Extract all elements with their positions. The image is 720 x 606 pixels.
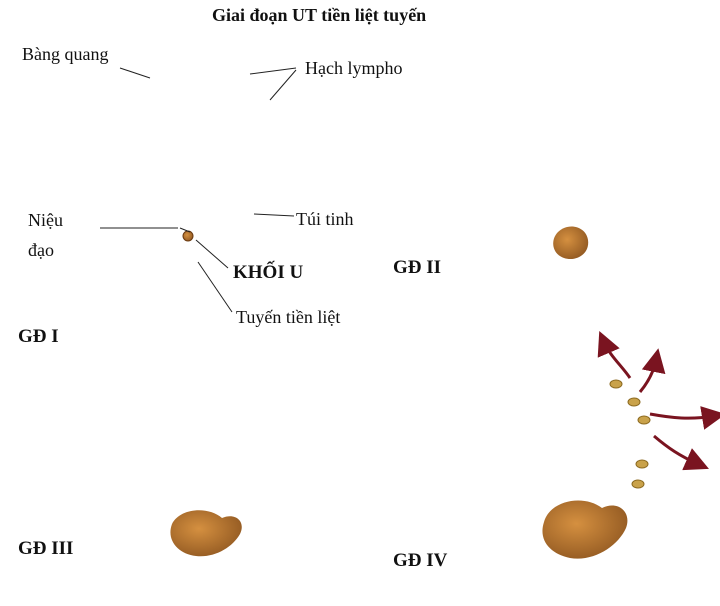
stage-2-label: GĐ II bbox=[393, 257, 442, 278]
label-lymph-nodes: Hạch lympho bbox=[305, 58, 403, 78]
metastasis-arrows bbox=[597, 330, 720, 471]
stage-1-organs bbox=[100, 68, 297, 313]
label-urethra-line2: đạo bbox=[28, 240, 54, 260]
stage-3-label: GĐ III bbox=[18, 538, 74, 559]
stage-2-tumor bbox=[553, 226, 589, 260]
stage-3-organs bbox=[170, 510, 242, 557]
stage-3-tumor bbox=[170, 510, 242, 557]
stage-2-organs bbox=[553, 226, 589, 260]
label-tumor: KHỐI U bbox=[233, 262, 304, 283]
label-seminal-vesicle: Túi tinh bbox=[296, 209, 354, 229]
diagram-title: Giai đoạn UT tiền liệt tuyến bbox=[212, 5, 427, 25]
label-bladder: Bàng quang bbox=[22, 44, 109, 64]
stage-1-label: GĐ I bbox=[18, 326, 59, 347]
stage-4-tumor bbox=[542, 500, 628, 559]
label-prostate: Tuyến tiền liệt bbox=[236, 307, 341, 327]
stage-4-label: GĐ IV bbox=[393, 550, 448, 571]
stage-1-tumor bbox=[182, 230, 194, 242]
label-urethra-line1: Niệu bbox=[28, 210, 63, 230]
stage-4-organs bbox=[542, 380, 651, 559]
